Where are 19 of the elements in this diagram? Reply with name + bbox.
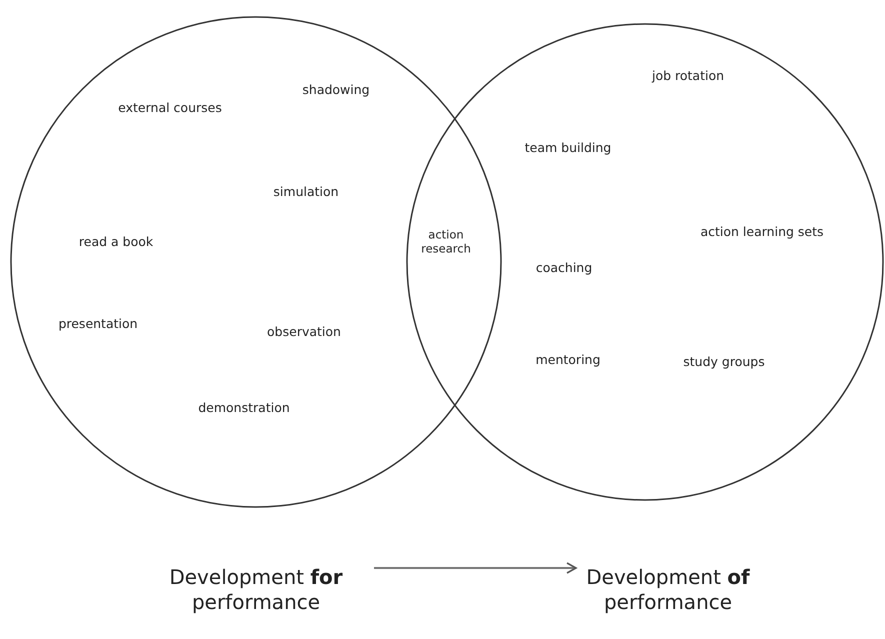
- item-label: study groups: [683, 354, 765, 370]
- item-label: simulation: [273, 184, 339, 200]
- item-label: presentation: [58, 316, 138, 332]
- item-label: action research: [420, 228, 472, 256]
- item-label: action learning sets: [700, 224, 824, 240]
- item-label: coaching: [536, 260, 592, 276]
- venn-circle: [406, 23, 884, 501]
- item-label: shadowing: [302, 82, 370, 98]
- item-label: job rotation: [652, 68, 724, 84]
- item-label: team building: [524, 140, 612, 156]
- item-label: observation: [267, 324, 341, 340]
- arrow: [374, 562, 577, 574]
- caption-text: Development of performance: [568, 565, 768, 615]
- item-label: external courses: [118, 100, 222, 116]
- item-label: demonstration: [198, 400, 290, 416]
- venn-circle: [10, 16, 502, 508]
- item-label: read a book: [78, 234, 154, 250]
- item-label: mentoring: [536, 352, 600, 368]
- caption-text: Development for performance: [156, 565, 356, 615]
